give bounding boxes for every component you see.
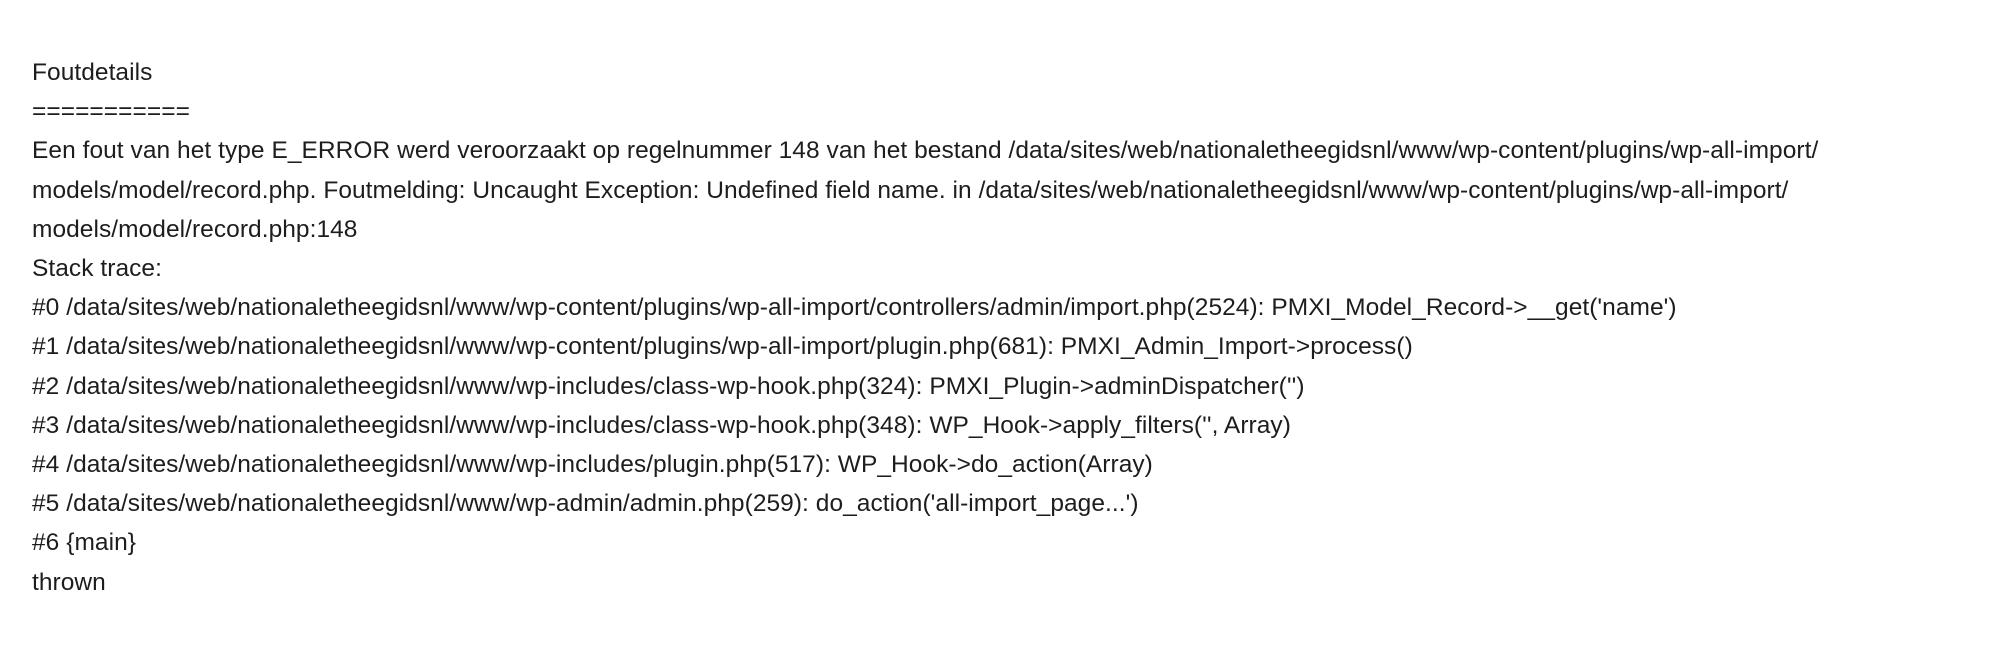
error-heading: Foutdetails xyxy=(32,59,153,86)
stack-trace-frame-2: #2 /data/sites/web/nationaletheegidsnl/w… xyxy=(32,372,1305,400)
heading-underline: =========== xyxy=(32,98,190,126)
error-message-line-3: models/model/record.php:148 xyxy=(32,215,358,243)
stack-trace-frame-4: #4 /data/sites/web/nationaletheegidsnl/w… xyxy=(32,451,1153,479)
stack-trace-frame-3: #3 /data/sites/web/nationaletheegidsnl/w… xyxy=(32,411,1291,439)
stack-trace-frame-5: #5 /data/sites/web/nationaletheegidsnl/w… xyxy=(32,490,1139,518)
stack-trace-frame-6: #6 {main} xyxy=(32,529,136,557)
error-message-line-1: Een fout van het type E_ERROR werd veroo… xyxy=(32,137,1819,165)
error-message-line-2: models/model/record.php. Foutmelding: Un… xyxy=(32,176,1789,204)
stack-trace-frame-1: #1 /data/sites/web/nationaletheegidsnl/w… xyxy=(32,333,1413,361)
thrown-label: thrown xyxy=(32,568,106,596)
stack-trace-frame-0: #0 /data/sites/web/nationaletheegidsnl/w… xyxy=(32,294,1677,322)
stack-trace-label: Stack trace: xyxy=(32,255,162,283)
